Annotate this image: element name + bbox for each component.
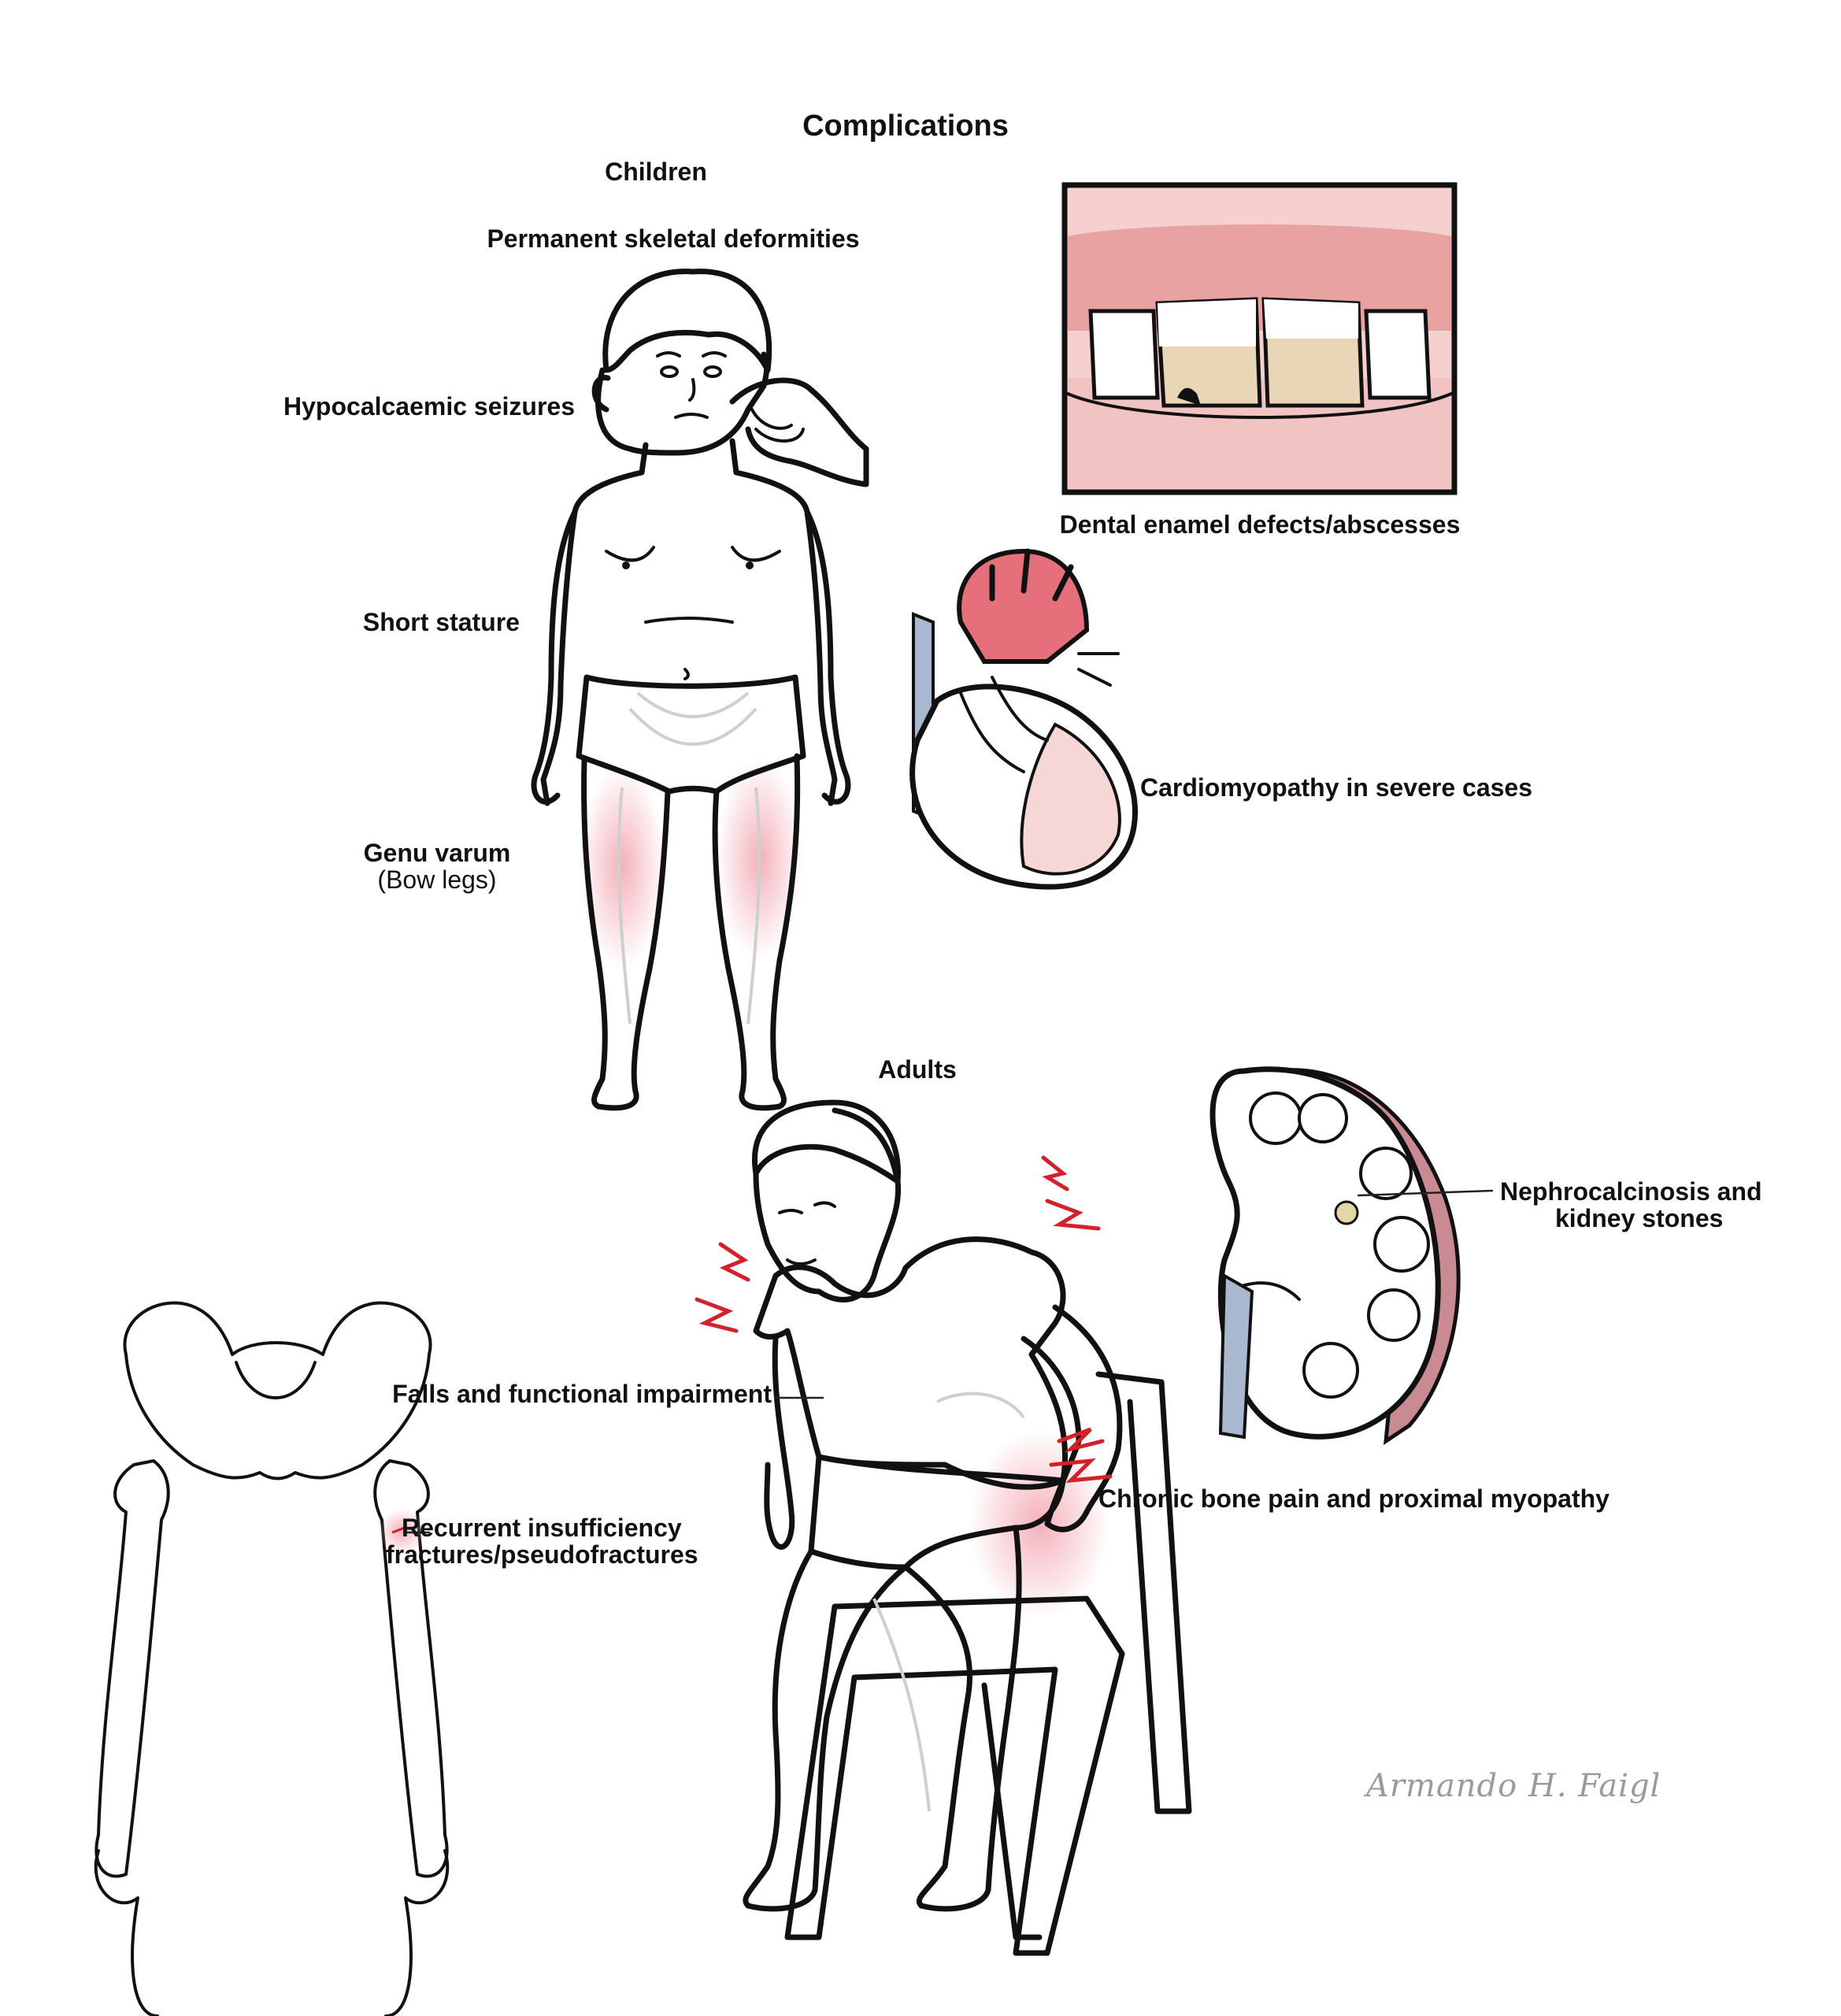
kidney-stone (1334, 1200, 1359, 1225)
label-fractures-line2: fractures/pseudofractures (386, 1540, 698, 1569)
label-genu-varum: Genu varum (363, 839, 511, 867)
label-skeletal-deformities: Permanent skeletal deformities (487, 224, 860, 253)
child-figure (531, 269, 851, 1111)
adult-shirt (753, 1236, 1069, 1490)
child-head (595, 351, 770, 456)
child-mouth (674, 413, 709, 419)
section-adults: Adults (878, 1055, 957, 1084)
enamel-defect (1177, 387, 1201, 406)
dental-illustration (1061, 182, 1458, 495)
label-bone-pain: Chronic bone pain and proximal myopathy (1098, 1484, 1609, 1513)
adult-head (752, 1099, 902, 1303)
label-short-stature: Short stature (362, 608, 520, 636)
heart-illustration (909, 548, 1138, 890)
label-fractures-line1: Recurrent insufficiency (402, 1514, 682, 1542)
adult-hand (729, 377, 869, 487)
artist-signature: Armando H. Faigl (1366, 1768, 1661, 1804)
pain-mark (695, 1297, 739, 1333)
adult-figure (695, 1099, 1192, 1956)
pain-mark (1049, 1458, 1113, 1484)
label-nephrocalcinosis-line1: Nephrocalcinosis and (1500, 1177, 1762, 1206)
label-falls: Falls and functional impairment (392, 1380, 772, 1408)
child-eye-left (660, 365, 679, 378)
label-dental-defects: Dental enamel defects/abscesses (1059, 510, 1461, 539)
kidney-illustration (1209, 1066, 1494, 1446)
pain-mark (1045, 1199, 1101, 1231)
child-eye-right (703, 365, 722, 378)
label-nephrocalcinosis-line2: kidney stones (1555, 1204, 1724, 1232)
fracture-inflammation (378, 1508, 425, 1555)
pain-mark (1057, 1427, 1105, 1453)
pain-mark (718, 1242, 750, 1282)
nephro-leader-line (1357, 1189, 1494, 1197)
label-hypocalcaemic-seizures: Hypocalcaemic seizures (283, 392, 575, 421)
chair-seat (784, 1595, 1125, 1956)
label-cardiomyopathy: Cardiomyopathy in severe cases (1140, 773, 1533, 802)
child-underwear (576, 674, 806, 795)
chair-back (1095, 1371, 1192, 1814)
section-children: Children (605, 158, 707, 186)
adult-shorts (808, 1454, 1066, 1570)
pain-mark (1041, 1155, 1069, 1191)
figure-title: Complications (802, 109, 1009, 143)
pelvis-femur-illustration (94, 1301, 450, 2016)
label-bow-legs: (Bow legs) (377, 865, 497, 894)
knee-inflammation-left (579, 764, 665, 969)
